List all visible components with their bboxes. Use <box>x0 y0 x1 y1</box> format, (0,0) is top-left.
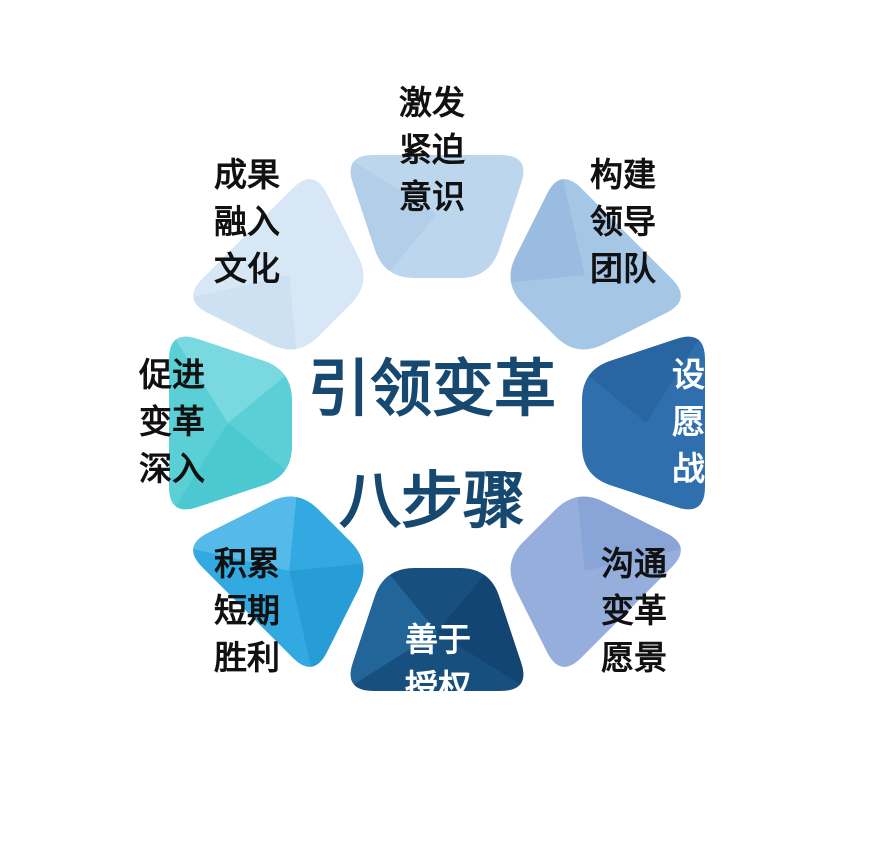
step-07-label-line: 促进 <box>138 355 205 394</box>
step-02-facet <box>510 179 585 284</box>
step-07-label-line: 深入 <box>139 449 205 488</box>
center-title-line-1: 引领变革 <box>308 352 556 425</box>
center-title: 引领变革 八步骤 <box>308 352 556 537</box>
step-02-label-line: 领导 <box>590 202 656 241</box>
step-03-label-line: 战略 <box>672 449 739 488</box>
step-03-label-line: 愿景 <box>672 402 738 441</box>
step-04-label-line: 愿景 <box>601 638 667 677</box>
step-03-number: 03 <box>777 312 833 368</box>
step-05-number: 05 <box>500 768 556 824</box>
step-02-label-line: 团队 <box>590 249 657 288</box>
step-05-label-line: 授权 <box>405 667 471 706</box>
step-03-label-line: 设计 <box>672 355 738 394</box>
step-08-number: 08 <box>207 67 263 123</box>
step-03-facet <box>582 336 705 423</box>
step-01-number: 01 <box>329 25 385 81</box>
step-05-accent-facet <box>350 568 437 691</box>
step-07-number: 07 <box>38 486 94 542</box>
step-08-label-line: 文化 <box>214 249 280 288</box>
step-05-label-line: 善于 <box>405 620 471 659</box>
step-02-label-line: 构建 <box>590 155 656 194</box>
step-02-number: 02 <box>613 80 669 136</box>
step-07-accent-facet <box>169 336 292 423</box>
step-01-facet <box>350 155 437 278</box>
step-07-label-line: 变革 <box>139 402 205 441</box>
step-04-label-line: 变革 <box>601 591 667 630</box>
step-01-label-line: 意识 <box>399 177 465 216</box>
step-08-facet <box>193 275 298 350</box>
step-08-label-line: 融入 <box>214 202 280 241</box>
step-01-label-line: 紧迫 <box>399 130 465 169</box>
step-04-facet <box>576 496 681 571</box>
step-06-facet <box>289 562 364 667</box>
center-title-line-2: 八步骤 <box>339 464 525 537</box>
step-08-label-line: 成果 <box>214 155 280 194</box>
step-04-number: 04 <box>737 595 793 651</box>
step-06-accent-facet <box>193 496 298 571</box>
step-01-label-line: 激发 <box>399 83 465 122</box>
step-06-number: 06 <box>212 720 268 776</box>
step-05-facet <box>437 568 524 691</box>
step-06-label-line: 积累 <box>214 544 280 583</box>
step-05-label-line: 赋能 <box>405 714 471 753</box>
step-07-facet <box>169 423 292 510</box>
petals-layer: 01激发紧迫意识02构建领导团队03设计愿景战略04沟通变革愿景05善于授权赋能… <box>38 25 833 824</box>
step-06-label-line: 短期 <box>214 591 280 630</box>
step-04-label-line: 沟通 <box>601 544 667 583</box>
step-06-label-line: 胜利 <box>214 638 280 677</box>
